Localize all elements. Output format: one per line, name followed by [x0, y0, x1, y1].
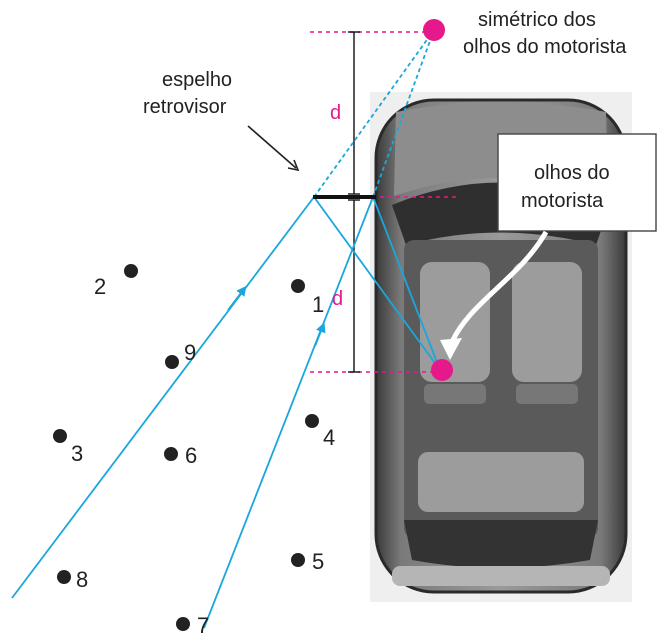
point-2-dot [124, 264, 138, 278]
mirror-label: espelho retrovisor [143, 69, 238, 118]
ray-incident-left [11, 196, 315, 599]
distance-label-bottom: d [332, 288, 343, 310]
reference-lines [310, 31, 460, 373]
mirror-pointer-arrow [247, 125, 300, 172]
ray-arrows [227, 285, 326, 347]
ray-arrow-right [314, 322, 326, 347]
point-5-label: 5 [312, 549, 324, 574]
point-4-dot [305, 414, 319, 428]
point-1-dot [291, 279, 305, 293]
point-9-label: 9 [184, 340, 196, 365]
driver-eyes-callout-box [497, 133, 657, 232]
point-6-dot [164, 447, 178, 461]
distance-label-top: d [330, 102, 341, 124]
numbered-points: 1 2 3 4 5 6 7 8 9 [53, 264, 335, 638]
point-8-label: 8 [76, 567, 88, 592]
ray-virtual-right [372, 29, 435, 198]
car-left-front-seat [420, 262, 490, 382]
point-1-label: 1 [312, 292, 324, 317]
distance-markers [348, 31, 360, 373]
point-7-dot [176, 617, 190, 631]
point-3-dot [53, 429, 67, 443]
driver-eyes-label: olhos do motorista [521, 162, 615, 212]
driver-eyes-image-point [423, 19, 445, 41]
point-5-dot [291, 553, 305, 567]
car-rear-window [404, 520, 598, 568]
light-rays [11, 29, 441, 629]
point-8-dot [57, 570, 71, 584]
ray-reflected-right [372, 196, 441, 371]
ray-reflected-left [313, 196, 441, 371]
point-2-label: 2 [94, 274, 106, 299]
ray-incident-right [203, 196, 374, 629]
ray-virtual-left [313, 29, 435, 198]
car-right-seat-back [516, 384, 578, 404]
car-rear-bumper [392, 566, 610, 586]
car-right-front-seat [512, 262, 582, 382]
driver-eyes-pointer-arrow [449, 230, 549, 344]
point-7-label: 7 [197, 613, 209, 638]
point-4-label: 4 [323, 425, 335, 450]
car-left-seat-back [424, 384, 486, 404]
car-rear-bench [418, 452, 584, 512]
image-point-label: simétrico dos olhos do motorista [463, 9, 627, 58]
driver-eyes-point [431, 359, 453, 381]
point-6-label: 6 [185, 443, 197, 468]
point-9-dot [165, 355, 179, 369]
ray-arrow-left [227, 285, 247, 311]
point-3-label: 3 [71, 441, 83, 466]
